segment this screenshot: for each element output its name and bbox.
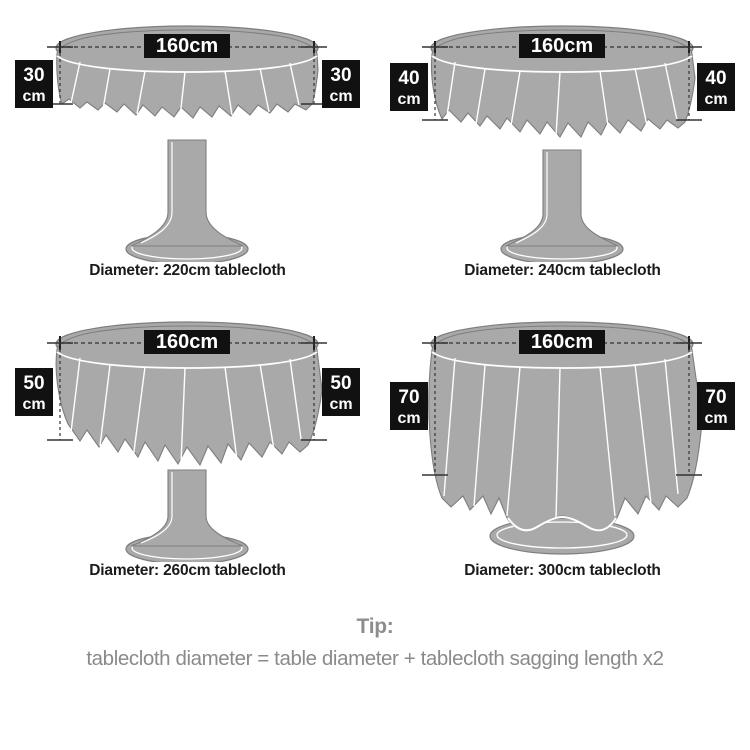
badge-table-diameter-label-300: 160cm [531, 331, 593, 353]
cloth-skirt-300 [428, 325, 703, 531]
badge-table-diameter-260: 160cm [144, 330, 230, 354]
cloth-skirt-240 [430, 29, 696, 138]
badge-drop-right-unit-300: cm [704, 410, 727, 427]
badge-drop-left-value-300: 70 [398, 387, 419, 408]
badge-table-diameter-label-260: 160cm [156, 331, 218, 353]
badge-drop-left-300: 70 cm [390, 382, 428, 430]
tip-formula: tablecloth diameter = table diameter + t… [86, 647, 664, 670]
badge-drop-right-unit-220: cm [329, 88, 352, 105]
badge-drop-left-220: 30 cm [15, 60, 53, 108]
panel-grid: 160cm 30 cm 30 cm Diameter: [0, 0, 750, 600]
badge-table-diameter-220: 160cm [144, 34, 230, 58]
badge-drop-left-value-220: 30 [23, 65, 44, 86]
pedestal-column-220 [130, 139, 244, 247]
cloth-skirt-220 [56, 29, 319, 119]
tip-block: Tip: tablecloth diameter = table diamete… [0, 612, 750, 674]
badge-drop-right-unit-260: cm [329, 396, 352, 413]
dimension-line-right-300 [676, 342, 702, 476]
badge-drop-left-240: 40 cm [390, 63, 428, 111]
badge-drop-right-300: 70 cm [697, 382, 735, 430]
panel-260cm: 160cm 50 cm 50 cm Diameter: 260cm tablec… [0, 300, 375, 600]
dimension-line-left-260 [47, 342, 73, 441]
badge-drop-left-unit-220: cm [22, 88, 45, 105]
badge-table-diameter-label-220: 160cm [156, 35, 218, 57]
badge-drop-left-value-240: 40 [398, 68, 419, 89]
badge-drop-left-value-260: 50 [23, 373, 44, 394]
badge-drop-left-unit-260: cm [22, 396, 45, 413]
pedestal-column-260 [130, 469, 244, 547]
badge-drop-right-240: 40 cm [697, 63, 735, 111]
badge-table-diameter-300: 160cm [519, 330, 605, 354]
badge-drop-right-value-260: 50 [330, 373, 351, 394]
dimension-line-left-240 [422, 46, 448, 121]
panel-caption-260: Diameter: 260cm tablecloth [89, 562, 286, 579]
panel-300cm: 160cm 70 cm 70 cm Diameter: 300cm tablec… [375, 300, 750, 600]
badge-drop-right-260: 50 cm [322, 368, 360, 416]
badge-drop-left-unit-240: cm [397, 91, 420, 108]
dimension-line-left-300 [422, 342, 448, 476]
badge-drop-right-unit-240: cm [704, 91, 727, 108]
panel-240cm: 160cm 40 cm 40 cm Diameter: 240cm tablec… [375, 0, 750, 300]
badge-drop-right-value-240: 40 [705, 68, 726, 89]
tablecloth-illustration-300: 160cm 70 cm 70 cm [375, 300, 750, 562]
badge-table-diameter-label-240: 160cm [531, 35, 593, 57]
badge-drop-right-value-220: 30 [330, 65, 351, 86]
panel-caption-300: Diameter: 300cm tablecloth [464, 562, 661, 579]
dimension-line-right-260 [301, 342, 327, 441]
badge-drop-right-220: 30 cm [322, 60, 360, 108]
dimension-line-right-240 [676, 46, 702, 121]
panel-220cm: 160cm 30 cm 30 cm Diameter: [0, 0, 375, 300]
tablecloth-illustration-220: 160cm 30 cm 30 cm [0, 0, 375, 262]
badge-drop-right-value-300: 70 [705, 387, 726, 408]
badge-table-diameter-240: 160cm [519, 34, 605, 58]
tip-title: Tip: [356, 615, 394, 638]
tablecloth-illustration-240: 160cm 40 cm 40 cm [375, 0, 750, 262]
panel-caption-240: Diameter: 240cm tablecloth [464, 262, 661, 279]
panel-caption-220: Diameter: 220cm tablecloth [89, 262, 286, 279]
badge-drop-left-unit-300: cm [397, 410, 420, 427]
badge-drop-left-260: 50 cm [15, 368, 53, 416]
tablecloth-illustration-260: 160cm 50 cm 50 cm [0, 300, 375, 562]
pedestal-column-240 [505, 149, 619, 247]
